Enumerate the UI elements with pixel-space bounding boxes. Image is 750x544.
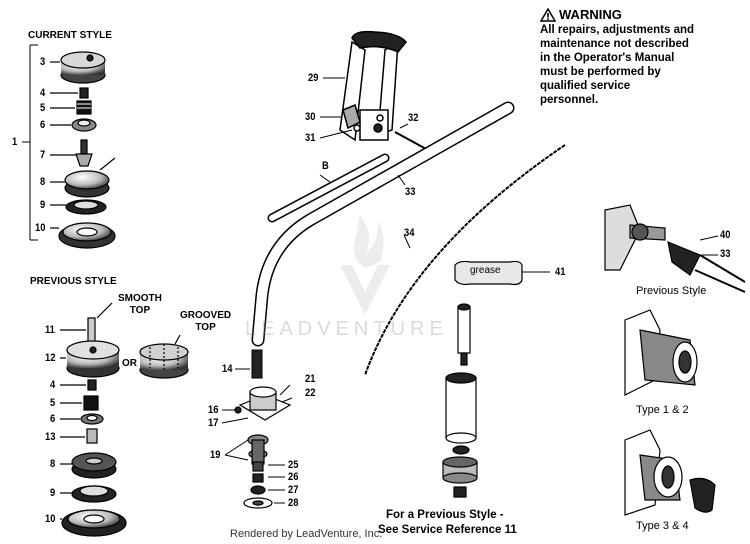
callout-19: 19	[210, 449, 221, 461]
gearhead-assembly	[221, 384, 293, 509]
callout-31: 31	[305, 132, 316, 144]
callout-9-previous: 9	[50, 487, 56, 499]
previous-style-title: PREVIOUS STYLE	[30, 276, 117, 287]
current-style-title: CURRENT STYLE	[28, 30, 112, 41]
warning-text: All repairs, adjustments and maintenance…	[540, 24, 695, 106]
callout-32: 32	[408, 112, 419, 124]
callout-B: B	[322, 160, 329, 172]
callout-10: 10	[35, 222, 46, 234]
warning-title: WARNING	[540, 7, 750, 22]
callout-5-previous: 5	[50, 397, 56, 409]
callout-8: 8	[40, 176, 46, 188]
warning-icon	[540, 7, 556, 22]
engine-connection-previous-style	[604, 204, 746, 293]
smooth-top-label: SMOOTH TOP	[118, 293, 162, 316]
previous-style-note-line1: For a Previous Style -	[386, 509, 504, 521]
callout-30: 30	[305, 111, 316, 123]
grooved-top-label: GROOVED TOP	[180, 310, 232, 333]
callout-16: 16	[208, 404, 219, 416]
callout-29: 29	[308, 72, 319, 84]
callout-8-previous: 8	[50, 458, 56, 470]
previous-style-drive-stack	[442, 260, 550, 498]
callout-13: 13	[45, 431, 56, 443]
callout-1: 1	[12, 136, 18, 148]
callout-9: 9	[40, 199, 46, 211]
previous-style-note: For a Previous Style - See Service Refer…	[378, 508, 517, 538]
callout-25: 25	[288, 459, 299, 471]
callout-3: 3	[40, 56, 46, 68]
grease-tube-label: grease	[470, 265, 501, 276]
callout-11: 11	[45, 324, 55, 336]
caption-previous-style: Previous Style	[636, 285, 707, 297]
shaft-tubes	[235, 101, 566, 379]
callout-33: 33	[405, 186, 416, 198]
warning-title-text: WARNING	[559, 7, 622, 22]
callout-4: 4	[40, 87, 46, 99]
callout-26: 26	[288, 471, 299, 483]
callout-33-right: 33	[720, 248, 731, 260]
callout-27: 27	[288, 484, 299, 496]
callout-6-previous: 6	[50, 413, 56, 425]
callout-34: 34	[404, 227, 415, 239]
current-style-head	[22, 44, 116, 249]
callout-14: 14	[222, 363, 233, 375]
caption-type-1-2: Type 1 & 2	[636, 404, 689, 416]
previous-style-head	[60, 302, 189, 537]
callout-12: 12	[45, 352, 56, 364]
callout-10-previous: 10	[45, 513, 56, 525]
callout-22: 22	[305, 387, 316, 399]
previous-style-note-line2: See Service Reference 11	[378, 524, 517, 536]
callout-41: 41	[555, 266, 566, 278]
callout-4-previous: 4	[50, 379, 56, 391]
rendered-by-credit: Rendered by LeadVenture, Inc.	[230, 528, 383, 540]
callout-21: 21	[305, 373, 316, 385]
callout-40: 40	[720, 229, 731, 241]
watermark-text: LEADVENTURE	[245, 318, 448, 340]
callout-17: 17	[208, 417, 219, 429]
callout-28: 28	[288, 497, 299, 509]
or-label: OR	[122, 358, 137, 369]
engine-connection-type-3-4	[624, 429, 716, 516]
warning-notice: WARNING All repairs, adjustments and mai…	[540, 7, 750, 107]
caption-type-3-4: Type 3 & 4	[636, 520, 689, 532]
callout-7: 7	[40, 149, 46, 161]
watermark-logo	[340, 215, 390, 315]
handle-assembly	[319, 30, 431, 153]
engine-connection-type-1-2	[624, 309, 698, 396]
callout-6: 6	[40, 119, 46, 131]
callout-5: 5	[40, 102, 46, 114]
